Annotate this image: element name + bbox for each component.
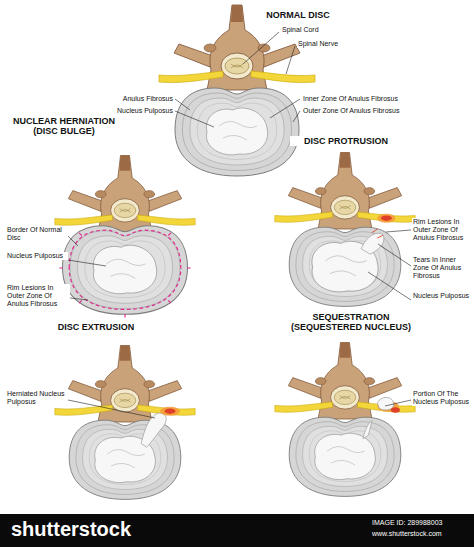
part-label: Spinal Cord [281,26,343,34]
part-label: Outer Zone Of Anulus Fibrosus [302,107,434,115]
part-label: Inner Zone Of Anulus Fibrosus [302,95,434,103]
panel-heading: DISC EXTRUSION [45,322,147,332]
watermark: IMAGE ID: 289988003 [371,519,471,527]
part-label: Nucleus Pulposus [6,252,68,260]
watermark: www.shutterstock.com [371,530,471,538]
panel-heading: NORMAL DISC [252,10,344,20]
part-label: Herniated Nucleus Pulposus [6,390,68,406]
part-label: Rim Lesions In Outer Zone Of Anulus Fibr… [6,284,70,308]
part-label: Border Of Normal Disc [6,226,68,242]
part-label: Anulus Fibrosus [102,95,174,103]
leader-lines [68,32,411,418]
panel-heading: SEQUESTRATION (SEQUESTERED NUCLEUS) [275,312,427,333]
part-label: Portion Of The Nucleus Pulposus [412,390,471,406]
panel-heading: NUCLEAR HERNIATION (DISC BULGE) [4,116,124,137]
part-label: Tears In Inner Zone Of Anulus Fibrosus [412,256,471,280]
panel-heading: DISC PROTRUSION [290,136,402,146]
footer-bar [0,514,474,547]
watermark: shutterstock [10,518,172,541]
part-label: Nucleus Pulposus [102,107,174,115]
part-label: Rim Lesions In Outer Zone Of Anulus Fibr… [412,218,471,242]
part-label: Spinal Nerve [297,40,359,48]
part-label: Nucleus Pulposus [412,292,471,300]
